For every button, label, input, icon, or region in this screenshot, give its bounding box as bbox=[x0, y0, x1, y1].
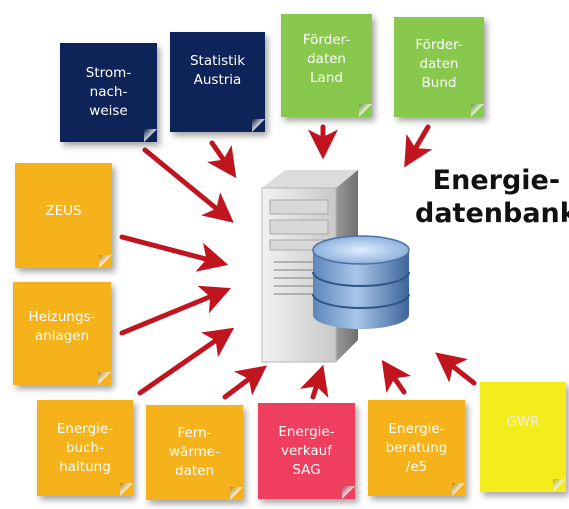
note-energiebuchhaltung: Energie- buch- haltung bbox=[37, 400, 133, 496]
arrow-fernwaerme bbox=[222, 365, 267, 400]
note-energieberatung-e5: Energie- beratung /e5 bbox=[368, 400, 465, 496]
note-stromnachweise: Strom- nach- weise bbox=[60, 43, 157, 142]
arrow-heizung bbox=[119, 285, 231, 336]
note-statistik-austria: Statistik Austria bbox=[170, 32, 265, 132]
note-fernwaermedaten: Fern- wärme- daten bbox=[146, 405, 243, 500]
arrow-stromnachweise bbox=[142, 147, 234, 223]
note-stromnachweise-label: Strom- nach- weise bbox=[85, 65, 132, 119]
note-energieverkauf-sag-label: Energie- verkauf SAG bbox=[278, 423, 335, 478]
arrow-gwr bbox=[435, 352, 477, 386]
diagram-title-line1: Energie- bbox=[432, 165, 561, 196]
arrow-foerder-bund bbox=[404, 124, 433, 168]
note-zeus: ZEUS bbox=[15, 163, 112, 268]
note-foerderdaten-bund: Förder- daten Bund bbox=[394, 17, 484, 117]
note-heizungsanlagen: Heizungs- anlagen bbox=[13, 282, 111, 385]
note-foerderdaten-bund-label: Förder- daten Bund bbox=[415, 36, 463, 91]
arrow-energieverkauf bbox=[299, 364, 329, 400]
note-fernwaermedaten-label: Fern- wärme- daten bbox=[169, 425, 220, 479]
arrow-energieberatung bbox=[381, 359, 412, 395]
note-gwr-label: GWR bbox=[506, 413, 540, 430]
note-zeus-label: ZEUS bbox=[45, 203, 82, 219]
arrow-energiebuch bbox=[137, 327, 235, 396]
note-energieverkauf-sag: Energie- verkauf SAG bbox=[258, 403, 355, 499]
note-statistik-austria-label: Statistik Austria bbox=[189, 53, 246, 88]
arrow-zeus bbox=[119, 234, 229, 272]
note-foerderdaten-land: Förder- daten Land bbox=[281, 14, 372, 117]
note-heizungsanlagen-label: Heizungs- anlagen bbox=[28, 308, 96, 344]
arrow-statistik bbox=[206, 140, 237, 179]
note-energieberatung-e5-label: Energie- beratung /e5 bbox=[385, 420, 448, 475]
note-energiebuchhaltung-label: Energie- buch- haltung bbox=[56, 420, 114, 475]
diagram-title-line2: datenbank bbox=[415, 198, 569, 229]
diagram-title: Energie- datenbank bbox=[415, 164, 569, 230]
note-gwr: GWR bbox=[480, 382, 566, 492]
note-foerderdaten-land-label: Förder- daten Land bbox=[302, 32, 351, 86]
